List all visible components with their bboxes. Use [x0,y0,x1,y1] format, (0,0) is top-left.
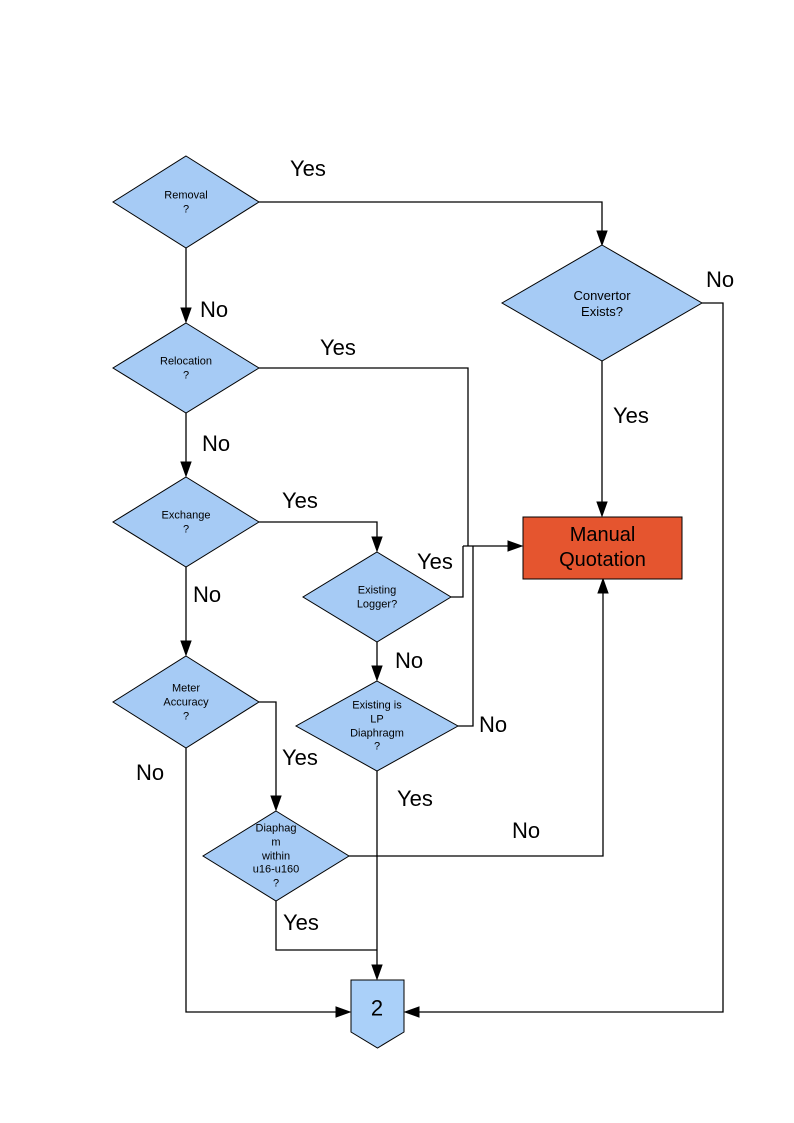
edge-label-diaphragm-yes: Yes [283,910,319,935]
label-existing-logger: Existing Logger? [356,584,398,610]
label-offpage-connector: 2 [370,995,384,1021]
edge-label-relocation-yes: Yes [320,335,356,360]
edge-label-removal-no: No [200,297,229,322]
connector-existing-lp-no [458,546,474,727]
arrowhead-into-exchange [180,461,192,478]
connector-diaphragm-no [349,592,604,857]
connector-relocation-yes [259,367,469,546]
edge-label-existing-lp-yes: Yes [397,786,433,811]
connector-existing-logger-yes [451,546,464,598]
label-removal: Removal ? [164,189,208,215]
node-manual-quotation-box [522,516,683,580]
edge-label-diaphragm-no: No [512,818,541,843]
arrowhead-into-convertor [596,230,608,247]
arrowhead-into-relocation [180,307,192,324]
connector-convertor-no [418,302,724,1013]
edge-label-existing-logger-yes: Yes [417,549,453,574]
label-manual-quotation: Manual Quotation [559,524,646,571]
label-diaphragm-range: Diaphag m within u16-u160 ? [252,822,300,890]
connector-removal-yes [259,201,603,231]
arrowhead-into-connector-right [403,1006,420,1018]
connector-exchange-yes [259,521,378,538]
connector-meter-accuracy-no [185,748,337,1013]
node-existing-lp-decision [294,680,460,772]
arrowhead-into-meter-accuracy [180,640,192,657]
node-offpage-connector-shape [350,979,405,1049]
edge-label-exchange-no: No [193,582,222,607]
node-convertor-decision [501,244,703,362]
node-exchange-decision [112,476,260,568]
arrowhead-into-connector-top [371,964,383,981]
label-convertor: Convertor Exists? [573,287,631,319]
edge-label-exchange-yes: Yes [282,488,318,513]
label-relocation: Relocation ? [160,355,212,381]
label-exchange: Exchange ? [161,509,211,535]
label-existing-lp: Existing is LP Diaphragm ? [350,699,404,753]
edge-label-existing-lp-no: No [479,712,508,737]
arrowhead-into-existing-lp [371,665,383,682]
arrowhead-into-connector-left [335,1006,352,1018]
label-meter-accuracy: Meter Accuracy ? [163,682,209,722]
arrowhead-into-manual-quotation-top [596,501,608,518]
node-existing-logger-decision [302,551,452,643]
connector-meter-accuracy-yes [259,701,277,797]
connector-diaphragm-yes [275,901,377,951]
edge-label-removal-yes: Yes [290,156,326,181]
edge-label-existing-logger-no: No [395,648,424,673]
edge-label-meter-accuracy-no: No [136,760,165,785]
edge-label-convertor-yes: Yes [613,403,649,428]
edge-label-convertor-no: No [706,267,735,292]
arrowhead-into-manual-quotation-left [507,540,524,552]
arrowhead-into-manual-quotation-bottom [597,577,609,594]
arrowhead-into-existing-logger [371,536,383,553]
node-relocation-decision [112,322,260,414]
edge-label-relocation-no: No [202,431,231,456]
node-removal-decision [112,155,260,249]
arrowhead-into-diaphragm [270,795,282,812]
edge-label-meter-accuracy-yes: Yes [282,745,318,770]
node-diaphragm-range-decision [202,810,350,902]
node-meter-accuracy-decision [112,655,260,749]
